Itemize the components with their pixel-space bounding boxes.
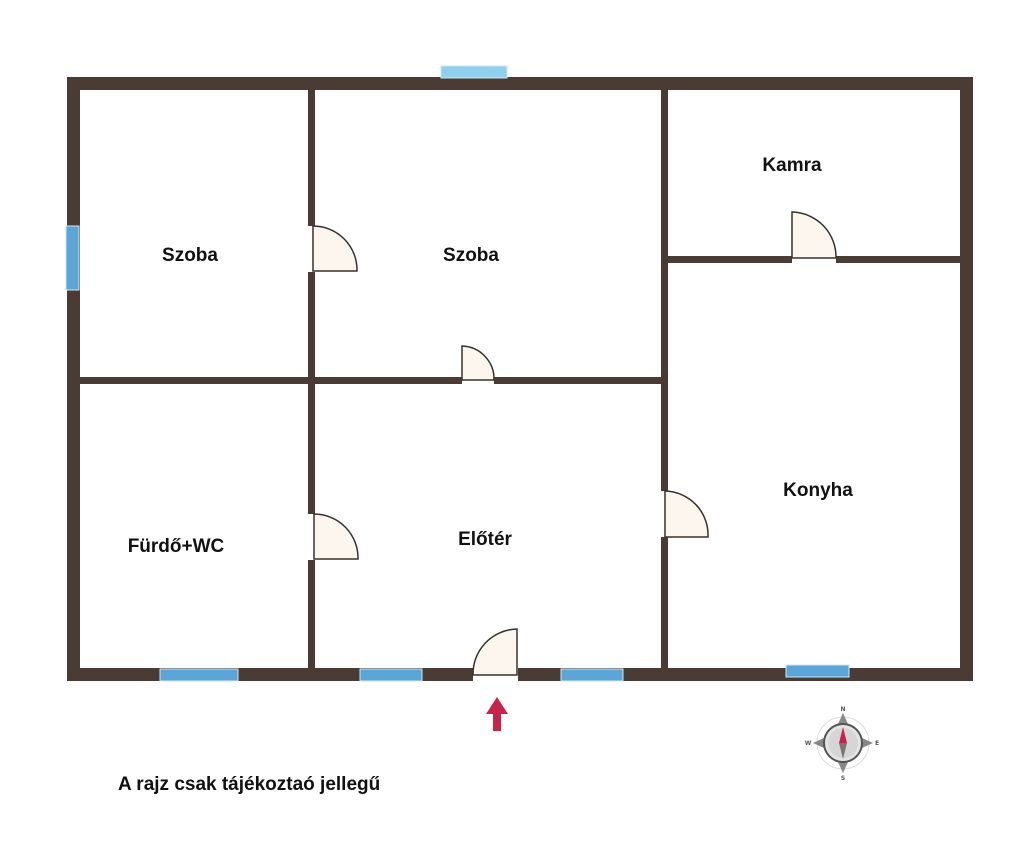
window-left [65,225,80,291]
door-swing-furdo [313,513,359,560]
door-gap-1 [308,226,315,272]
window-bottom-4 [785,664,850,678]
door-gap-3 [792,256,836,263]
door-swing-szoba-eloter [461,345,495,381]
wall-left [67,77,80,681]
doors [308,211,837,681]
wall-top [67,77,973,90]
entrance-arrow-icon [486,697,508,731]
room-label-szoba-center: Szoba [443,245,499,266]
compass-w: W [805,740,812,747]
wall-vertical-2 [661,90,668,668]
window-bottom-3 [560,668,624,682]
wall-right [960,77,973,681]
door-gap-4 [308,514,315,560]
compass-n: N [840,706,845,713]
compass-s: S [841,775,845,782]
room-label-kamra: Kamra [762,155,822,176]
room-label-konyha: Konyha [783,480,853,501]
wall-bottom [67,668,973,681]
window-bottom-2 [359,668,423,682]
door-swing-szoba [312,225,358,272]
room-label-eloter: Előtér [458,529,512,550]
disclaimer-note: A rajz csak tájékoztaó jellegű [118,774,381,795]
room-label-szoba-left: Szoba [162,245,218,266]
window-bottom-1 [159,668,239,682]
windows [65,65,850,682]
compass-e: E [875,740,879,747]
door-swing-kamra [791,211,837,259]
window-top [440,65,508,79]
door-swing-entrance [472,628,518,676]
walls [67,77,973,681]
room-label-furdo: Fürdő+WC [128,536,225,557]
door-swing-konyha [664,490,709,538]
wall-horizontal-left [80,377,661,384]
compass-icon: N S E W [805,706,879,782]
